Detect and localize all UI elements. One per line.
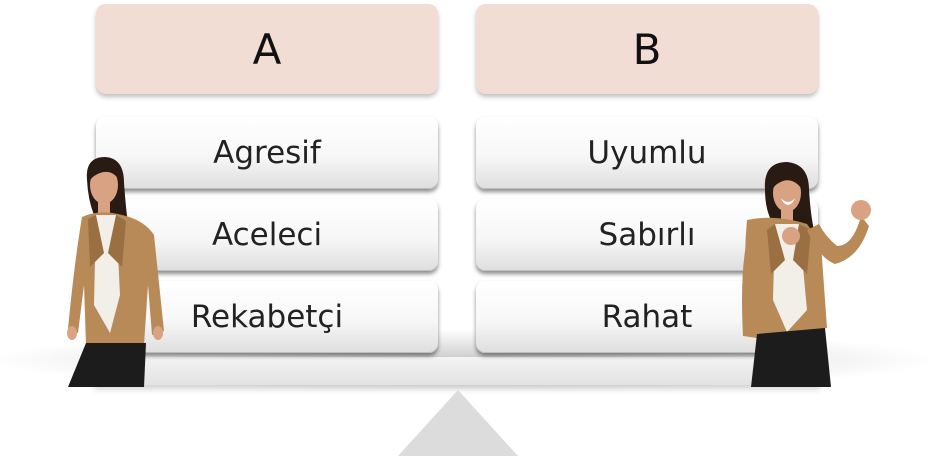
- column-b-header-label: B: [632, 24, 662, 74]
- trait-label: Aceleci: [211, 217, 323, 253]
- trait-label: Rekabetçi: [190, 299, 344, 335]
- woman-cheering-illustration: [742, 162, 871, 387]
- trait-label: Rahat: [601, 299, 693, 335]
- trait-label: Sabırlı: [598, 217, 696, 253]
- scale-beam: [94, 357, 820, 385]
- trait-card-aggressive: Agresif: [96, 117, 438, 189]
- trait-label: Agresif: [213, 135, 321, 171]
- scale-fulcrum: [398, 390, 518, 456]
- woman-calm-illustration: [67, 157, 164, 387]
- column-a-header: A: [96, 4, 438, 94]
- trait-label: Uyumlu: [587, 135, 707, 171]
- column-b-header: B: [476, 4, 818, 94]
- column-a-header-label: A: [252, 24, 282, 74]
- trait-card-compatible: Uyumlu: [476, 117, 818, 189]
